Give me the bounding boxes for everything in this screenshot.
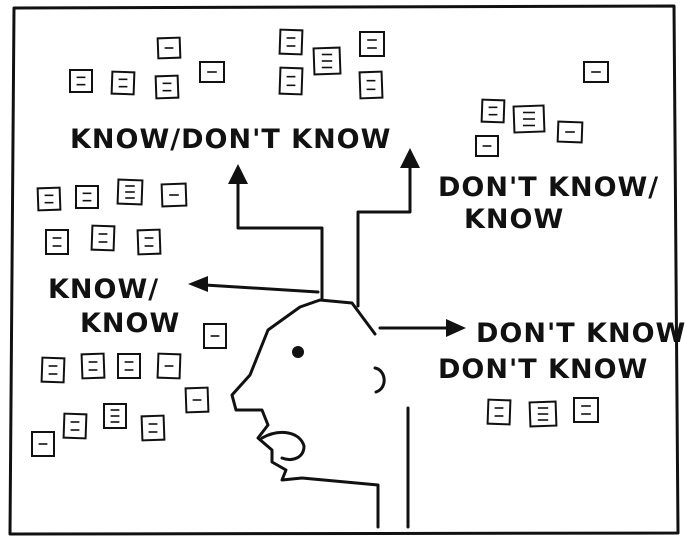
sticky-note <box>278 28 304 56</box>
ear <box>373 366 386 394</box>
arrow-stem-top-left <box>236 178 324 300</box>
arrow-stem-top-right <box>356 164 412 308</box>
sticky-note <box>103 403 127 429</box>
label-know-dont-know: KNOW/DON'T KNOW <box>70 124 392 155</box>
sticky-note <box>31 431 55 457</box>
head-profile <box>230 298 380 529</box>
sticky-note <box>486 398 512 426</box>
sticky-note <box>140 414 166 442</box>
sticky-note <box>512 104 546 134</box>
sticky-note <box>278 66 304 96</box>
sticky-note <box>40 356 66 384</box>
sticky-note <box>528 400 558 428</box>
sticky-note <box>62 412 88 440</box>
sticky-note <box>184 386 210 414</box>
arrow-stem-left <box>203 283 320 294</box>
label-dont-know-know-line1: DON'T KNOW/ <box>438 172 660 203</box>
frame-border <box>8 4 680 536</box>
mouth <box>260 430 306 461</box>
arrowhead-right <box>446 319 466 337</box>
sticky-note <box>312 46 342 76</box>
label-know-know-line1: KNOW/ <box>48 274 160 305</box>
sticky-note <box>203 323 227 349</box>
sticky-notes <box>31 28 609 457</box>
sticky-note <box>154 74 180 100</box>
sticky-note <box>475 135 499 157</box>
eye <box>292 346 304 358</box>
sticky-note <box>199 61 225 83</box>
sticky-note <box>136 228 162 256</box>
sticky-note <box>110 70 136 96</box>
sticky-note <box>160 182 188 208</box>
sticky-note <box>156 36 182 60</box>
sticky-note <box>116 178 144 206</box>
sticky-note <box>156 352 182 380</box>
sticky-note <box>583 61 609 83</box>
sticky-note <box>573 397 599 423</box>
sticky-note <box>36 186 62 212</box>
sticky-note <box>90 224 116 252</box>
arrowhead-left <box>188 276 208 292</box>
arrowhead-top-right <box>400 148 420 168</box>
sticky-note <box>45 229 69 255</box>
sticky-note <box>69 69 93 93</box>
arrowhead-top-left <box>228 164 248 184</box>
label-dont-know-know-line2: KNOW <box>464 204 565 235</box>
label-know-know-line2: KNOW <box>80 308 181 339</box>
label-dont-know-dont-know-line1: DON'T KNOW/ <box>476 318 686 349</box>
label-dont-know-dont-know-line2: DON'T KNOW <box>438 354 649 385</box>
sticky-note <box>359 31 385 57</box>
sticky-note <box>80 352 106 380</box>
sticky-note <box>117 353 141 379</box>
sticky-note <box>556 120 584 144</box>
sticky-note <box>480 98 506 124</box>
sticky-note <box>358 70 384 100</box>
sticky-note <box>75 185 99 209</box>
